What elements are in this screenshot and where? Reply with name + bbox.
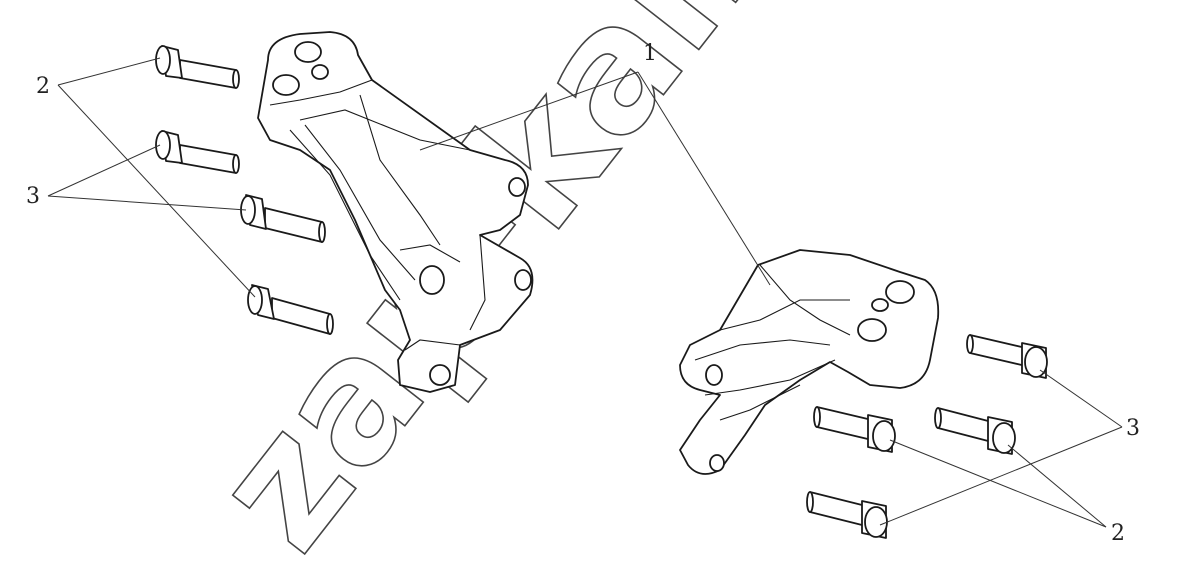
- callout-3-left: 3: [26, 184, 40, 209]
- callout-3-right: 3: [1126, 416, 1140, 441]
- bolt-left-1: [155, 45, 240, 89]
- bolt-right-3: [934, 407, 1016, 455]
- leader-lines: [47, 57, 1123, 528]
- bolt-left-4: [247, 284, 334, 335]
- bracket-left: [257, 31, 534, 393]
- bolt-right-4: [806, 491, 888, 539]
- bolt-left-2: [155, 130, 240, 174]
- callout-1: 1: [643, 41, 657, 66]
- bolt-right-2: [813, 406, 896, 453]
- bolt-right-1: [966, 334, 1048, 379]
- callout-2-left: 2: [36, 74, 50, 99]
- callout-2-right: 2: [1111, 521, 1125, 546]
- bracket-right: [679, 249, 940, 475]
- bolt-left-3: [240, 194, 326, 243]
